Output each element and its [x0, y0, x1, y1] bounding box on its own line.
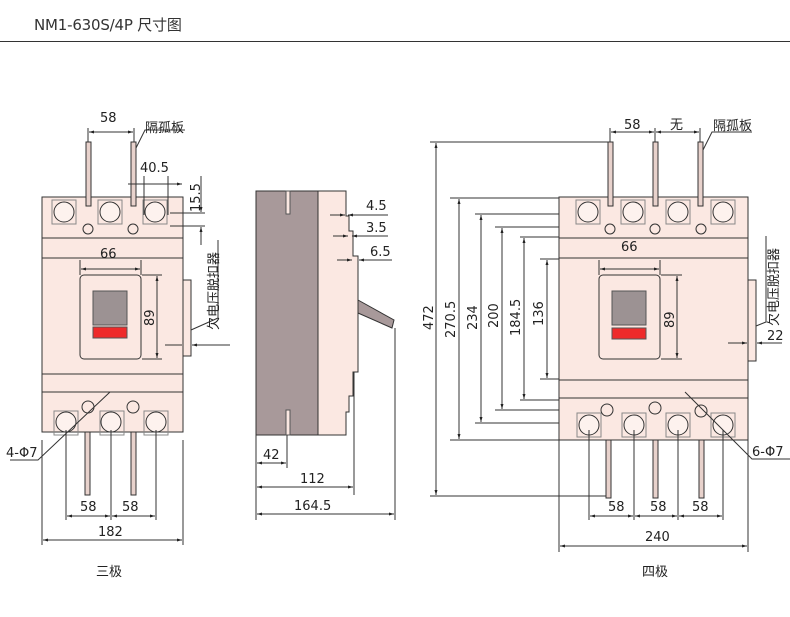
dim-step-4-5: 4.5 — [366, 199, 387, 214]
dim-h-184-5: 184.5 — [509, 299, 524, 336]
none-label: 无 — [670, 118, 683, 133]
hole-label: 4-Φ7 — [6, 446, 37, 461]
dim-h-270-5: 270.5 — [444, 301, 459, 338]
dim-top-pitch-4p: 58 — [624, 118, 641, 133]
dim-overall-width: 182 — [98, 525, 123, 540]
dim-h-200: 200 — [487, 303, 502, 328]
hole-label-4p: 6-Φ7 — [752, 445, 783, 460]
dim-handle-height-4p: 89 — [663, 311, 678, 328]
partition-plate-2 — [130, 141, 137, 207]
dim-top-pitch: 58 — [100, 111, 117, 126]
dim-handle-width-4p: 66 — [621, 240, 638, 255]
dim-overall-width-4p: 240 — [645, 530, 670, 545]
dim-15-5: 15.5 — [189, 183, 204, 212]
page-title: NM1-630S/4P 尺寸图 — [34, 16, 182, 34]
partition-plate-1 — [85, 141, 92, 207]
four-pole-view — [430, 128, 790, 552]
uvr-label: 欠电压脱扣器 — [206, 252, 222, 330]
caption-three-pole: 三极 — [96, 565, 122, 580]
partition-label-4p: 隔孤板 — [713, 119, 752, 134]
dim-handle-width: 66 — [100, 247, 117, 262]
dim-depth-112: 112 — [300, 472, 325, 487]
uvr-module-4p — [747, 279, 757, 362]
top-terminals-4p — [575, 199, 736, 235]
dim-h-136: 136 — [532, 301, 547, 326]
side-handle — [357, 299, 395, 329]
dim-h-472: 472 — [422, 305, 437, 330]
bottom-terminals-4p — [576, 401, 736, 438]
dim-h-234: 234 — [466, 305, 481, 330]
trip-indicator-4p — [611, 327, 647, 340]
uvr-label-4p: 欠电压脱扣器 — [766, 248, 782, 326]
top-terminals — [51, 199, 168, 235]
uvr-module — [182, 279, 192, 357]
dim-depth-164-5: 164.5 — [294, 499, 331, 514]
dim-40-5: 40.5 — [140, 161, 169, 176]
dim-uvr-offset: 22 — [767, 329, 784, 344]
dim-handle-height: 89 — [143, 309, 158, 326]
side-cover — [317, 190, 359, 436]
dim-bottom-pitch-3-4p: 58 — [692, 500, 709, 515]
dim-step-6-5: 6.5 — [370, 245, 391, 260]
caption-four-pole: 四极 — [642, 565, 668, 580]
title-divider — [0, 41, 790, 42]
dim-bottom-pitch-2: 58 — [122, 500, 139, 515]
partition-label: 隔孤板 — [145, 121, 184, 136]
dim-bottom-pitch-1-4p: 58 — [608, 500, 625, 515]
dim-step-3-5: 3.5 — [366, 221, 387, 236]
three-pole-view — [10, 128, 230, 545]
dim-bottom-pitch-2-4p: 58 — [650, 500, 667, 515]
side-base — [255, 190, 319, 436]
side-view — [255, 190, 396, 520]
trip-indicator — [92, 326, 128, 339]
dim-base-42: 42 — [263, 448, 280, 463]
dim-bottom-pitch-1: 58 — [80, 500, 97, 515]
